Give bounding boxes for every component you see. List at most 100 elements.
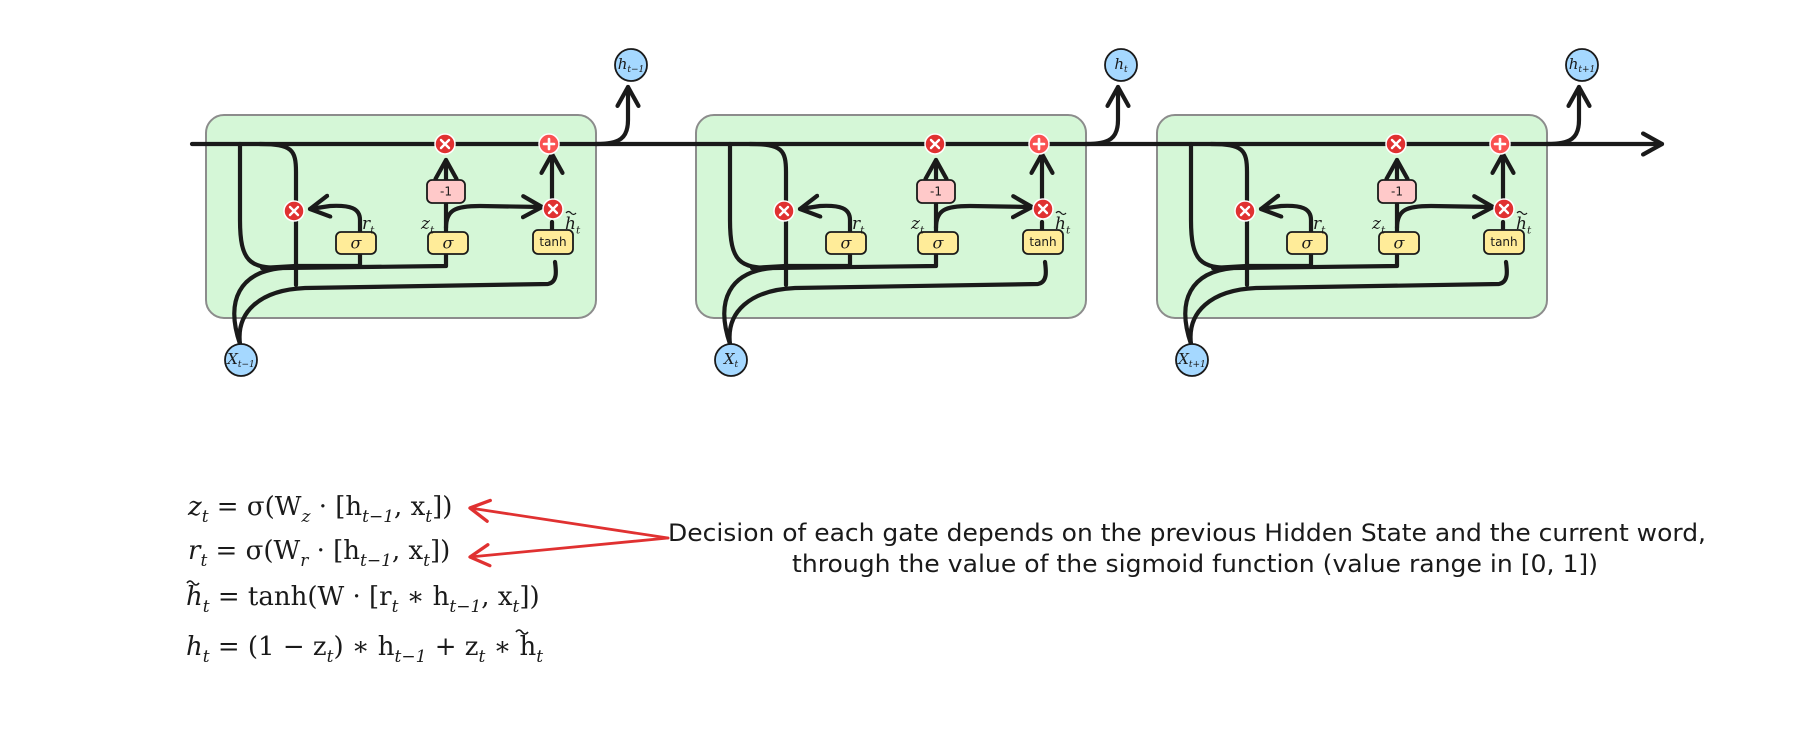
update-multiply	[1385, 133, 1407, 155]
reset-to-multiply	[797, 193, 853, 235]
state-add	[1489, 133, 1511, 155]
input-to-candidate	[1188, 259, 1509, 347]
output-branch	[593, 84, 641, 147]
one-minus-box: -1	[1377, 179, 1417, 204]
state-add	[538, 133, 560, 155]
input-node: Xt+1	[1175, 343, 1209, 377]
label-update: zt	[1371, 214, 1386, 236]
plus-icon	[1493, 137, 1507, 151]
reset-to-multiply	[307, 193, 363, 235]
annotation-arrow-r	[468, 536, 670, 568]
output-node-label: ht−1	[618, 55, 645, 75]
tanh-gate-label: tanh	[1490, 235, 1517, 249]
sigma-update-gate: σ	[1378, 231, 1420, 255]
input-node: Xt	[714, 343, 748, 377]
update-to-candidate-multiply	[933, 194, 1035, 231]
input-node: Xt−1	[224, 343, 258, 377]
annotation-arrow-z	[468, 498, 670, 540]
sigma-reset-gate-label: σ	[1302, 234, 1314, 253]
tanh-gate-box	[1022, 229, 1064, 255]
sigma-reset-gate-box	[335, 231, 377, 255]
cells-layer	[205, 84, 1592, 347]
multiply-icon	[929, 138, 941, 150]
state-add	[1028, 133, 1050, 155]
input-to-candidate	[237, 259, 558, 347]
gru-cell-1	[205, 84, 641, 347]
update-multiply	[924, 133, 946, 155]
label-reset: rt	[852, 214, 865, 236]
multiply-icon	[1037, 203, 1049, 215]
tanh-gate-label: tanh	[1029, 235, 1056, 249]
multiply-icon	[778, 205, 790, 217]
candidate-multiply	[1032, 198, 1054, 220]
sigma-update-gate-box	[1378, 231, 1420, 255]
sigma-reset-gate-box	[825, 231, 867, 255]
output-node: ht−1	[614, 48, 648, 82]
equation-r: rt = σ(Wr · [ht−1, xt])	[188, 536, 450, 571]
one-minus-box-label: -1	[440, 185, 452, 199]
equation-z: zt = σ(Wz · [ht−1, xt])	[187, 492, 452, 527]
sigma-update-gate-box	[427, 231, 469, 255]
reset-multiply	[1234, 200, 1256, 222]
output-node-label: ht+1	[1569, 55, 1596, 75]
tilde-mark	[515, 629, 529, 635]
reset-multiply	[773, 200, 795, 222]
candidate-multiply	[542, 198, 564, 220]
output-node-label: ht	[1114, 55, 1128, 75]
multiply-icon	[1239, 205, 1251, 217]
multiply-icon	[1390, 138, 1402, 150]
label-update: zt	[420, 214, 435, 236]
plus-icon	[1032, 137, 1046, 151]
sigma-reset-gate: σ	[335, 231, 377, 255]
sigma-reset-gate-label: σ	[351, 234, 363, 253]
output-branch	[1544, 84, 1592, 147]
hidden-to-gates	[727, 141, 775, 271]
tilde-mark	[1516, 210, 1528, 216]
hidden-to-gates	[1188, 141, 1236, 271]
label-candidate: ht	[565, 214, 581, 236]
label-candidate: ht	[1516, 214, 1532, 236]
gru-cell-3	[1156, 84, 1592, 347]
hidden-to-gates	[237, 141, 285, 271]
one-minus-box: -1	[426, 179, 466, 204]
sigma-reset-gate: σ	[825, 231, 867, 255]
svg-text:ht = tanh(W · [rt ∗ ht−1, xt]): ht = tanh(W · [rt ∗ ht−1, xt])	[186, 582, 540, 617]
one-minus-box-box	[1377, 179, 1417, 204]
tanh-gate-box	[532, 229, 574, 255]
tanh-gate: tanh	[1022, 229, 1064, 255]
label-update: zt	[910, 214, 925, 236]
multiply-icon	[1498, 203, 1510, 215]
candidate-multiply	[1493, 198, 1515, 220]
equations: zt = σ(Wz · [ht−1, xt]) rt = σ(Wr · [ht−…	[186, 492, 543, 667]
multiply-icon	[288, 205, 300, 217]
reset-to-multiply	[1258, 193, 1314, 235]
one-minus-box-label: -1	[930, 185, 942, 199]
sigma-update-gate-label: σ	[443, 234, 455, 253]
input-node-label: Xt−1	[226, 350, 255, 370]
label-reset: rt	[1313, 214, 1326, 236]
tanh-gate: tanh	[1483, 229, 1525, 255]
output-node-circle	[1565, 48, 1599, 82]
tanh-gate-box	[1483, 229, 1525, 255]
annotation-line-2: through the value of the sigmoid functio…	[792, 550, 1598, 578]
update-to-candidate-multiply	[443, 194, 545, 231]
one-minus-box-label: -1	[1391, 185, 1403, 199]
sigma-reset-gate: σ	[1286, 231, 1328, 255]
label-reset: rt	[362, 214, 375, 236]
annotation-line-1: Decision of each gate depends on the pre…	[668, 519, 1706, 547]
input-node-circle	[1175, 343, 1209, 377]
sigma-reset-gate-box	[1286, 231, 1328, 255]
update-to-candidate-multiply	[1394, 194, 1496, 231]
plus-icon	[542, 137, 556, 151]
sigma-update-gate: σ	[427, 231, 469, 255]
one-minus-box: -1	[916, 179, 956, 204]
sigma-reset-gate-label: σ	[841, 234, 853, 253]
gru-cell-2	[695, 84, 1131, 347]
input-node-label: Xt	[723, 350, 739, 370]
equation-htilde: ht = tanh(W · [rt ∗ ht−1, xt])	[186, 580, 540, 617]
tanh-gate-label: tanh	[539, 235, 566, 249]
